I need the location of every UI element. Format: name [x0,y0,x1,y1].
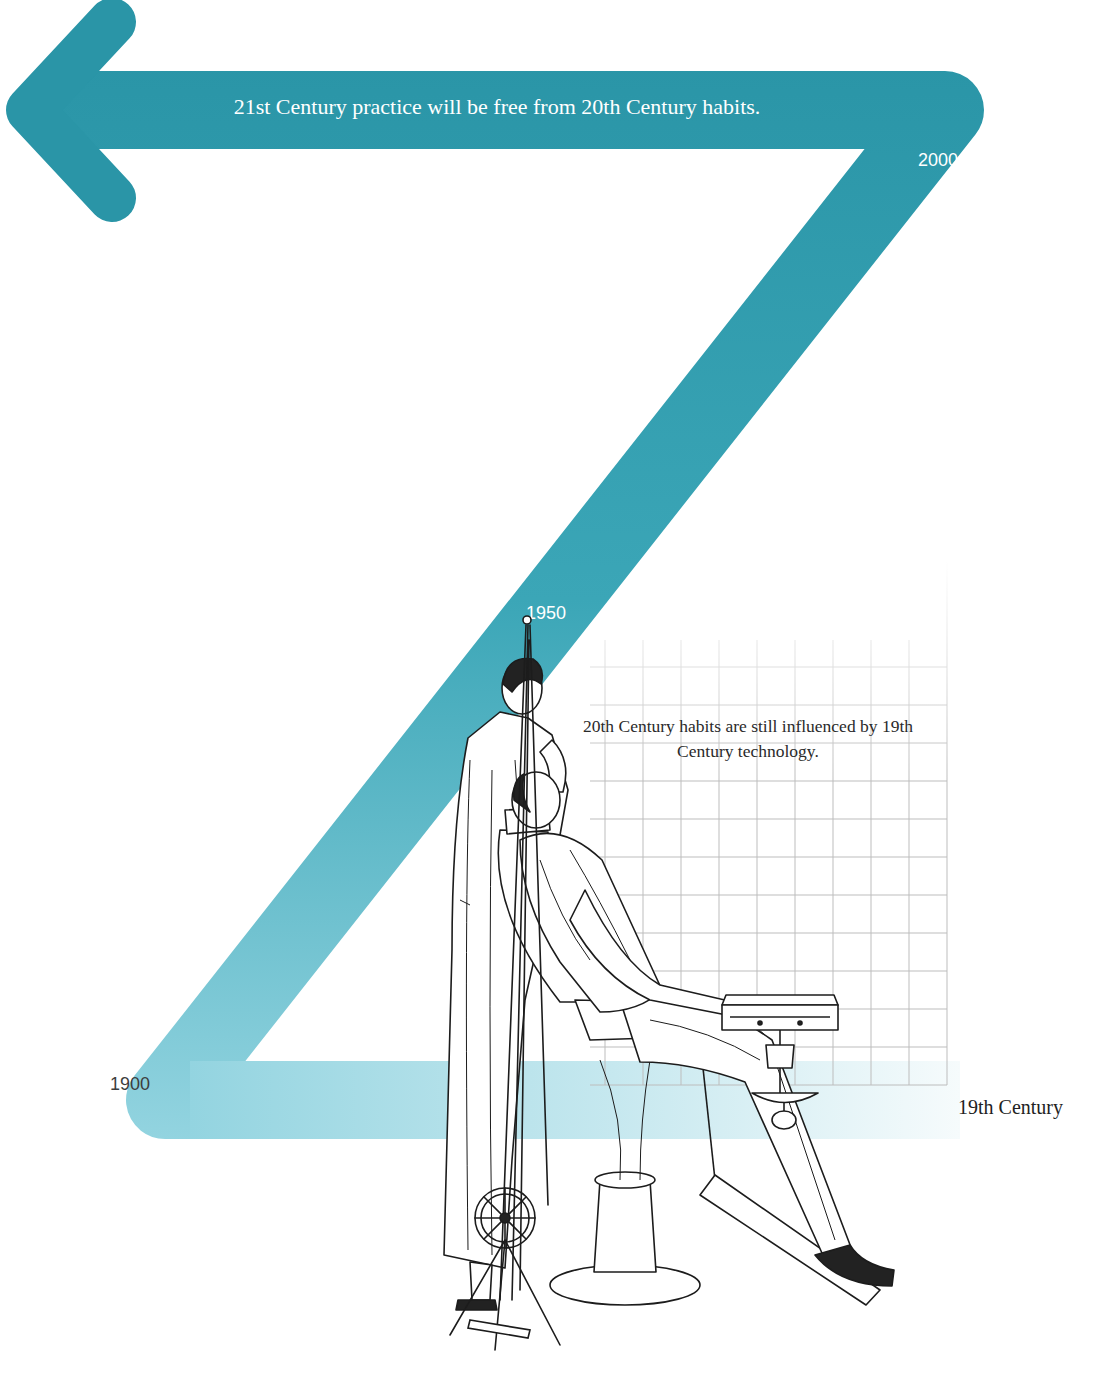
year-label: 1950 [526,603,566,625]
year-label: 2000 [918,150,958,172]
band-caption: 21st Century practice will be free from … [117,94,877,120]
year-label: 1900 [110,1074,150,1096]
band-fade [190,1061,960,1139]
band-body [40,110,945,1100]
arrow-head [30,22,112,198]
patient-figure [512,772,894,1286]
era-label: 19th Century [958,1095,1063,1119]
barber-chair [498,808,880,1305]
note-text: 20th Century habits are still influenced… [558,714,938,764]
